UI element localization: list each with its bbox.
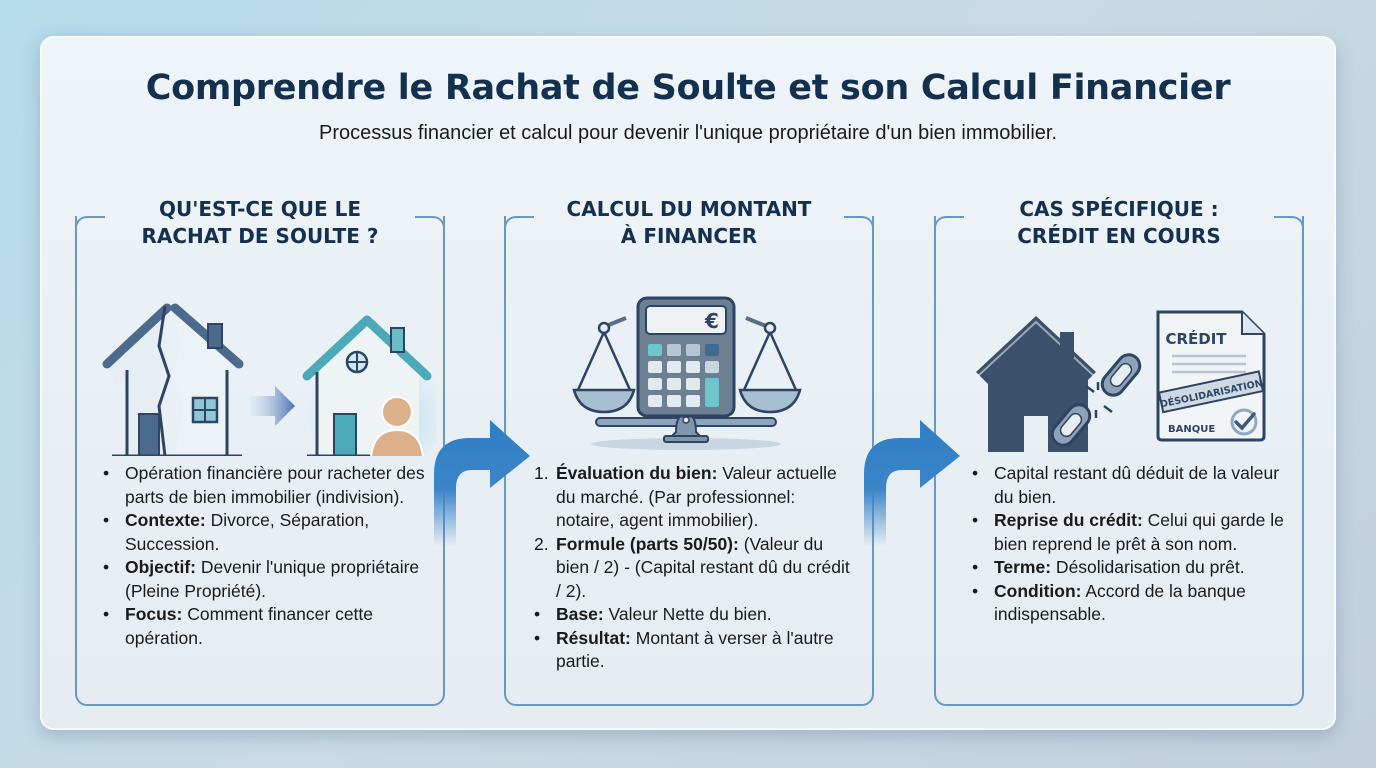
card-title-line: CAS SPÉCIFIQUE : <box>1019 197 1219 221</box>
item-label: Base: <box>556 604 604 624</box>
svg-text:BANQUE: BANQUE <box>1168 424 1215 435</box>
item-text: Celui qui garde le bien reprend le prêt … <box>994 510 1284 554</box>
item-label: Condition: <box>994 580 1082 601</box>
item-label: Terme: <box>994 557 1052 577</box>
item-text: Opération financière pour racheter des p… <box>125 463 425 507</box>
bullet: • <box>103 604 110 624</box>
card-border-corner <box>75 216 105 230</box>
calculator-icon: € <box>636 296 736 418</box>
list-item: • Contexte: Divorce, Séparation, Successi… <box>103 509 429 556</box>
item-text: Devenir l'unique propriétaire (Pleine Pr… <box>125 557 420 601</box>
item-text: Valeur actuelle du marché. (Par professi… <box>556 463 837 530</box>
svg-text:CRÉDIT: CRÉDIT <box>1165 329 1227 348</box>
item-text: Accord de la banque indispensable. <box>994 580 1246 625</box>
item-label: Contexte: <box>125 510 206 530</box>
card-what-is-soulte: QU'EST-CE QUE LE RACHAT DE SOULTE ? <box>75 197 449 706</box>
list-item: 2. Formule (parts 50/50): (Valeur du bien… <box>534 533 858 604</box>
bullet: • <box>534 627 541 648</box>
card-border-corner <box>934 216 964 230</box>
card-title-line: QU'EST-CE QUE LE <box>158 197 361 221</box>
list-item: • Capital restant dû déduit de la valeur … <box>972 462 1288 509</box>
bullet: • <box>534 604 541 624</box>
list-item: 1. Évaluation du bien: Valeur actuelle du… <box>534 462 858 533</box>
number-marker: 2. <box>534 533 549 554</box>
list-item: • Terme: Désolidarisation du prêt. <box>972 556 1288 580</box>
card-title: QU'EST-CE QUE LE RACHAT DE SOULTE ? <box>107 196 413 250</box>
item-text: Désolidarisation du prêt. <box>1051 557 1245 577</box>
bullet: • <box>103 463 110 483</box>
card-border-corner <box>504 216 534 230</box>
split-house-icon <box>102 303 244 458</box>
list-item: • Résultat: Montant à verser à l'autre pa… <box>534 627 858 674</box>
card-title-line: RACHAT DE SOULTE ? <box>141 224 379 248</box>
flow-arrow-icon <box>864 420 960 546</box>
euro-symbol: € <box>704 309 719 333</box>
card-title: CAS SPÉCIFIQUE : CRÉDIT EN COURS <box>966 196 1272 250</box>
item-text: (Valeur du bien / 2) - (Capital restant … <box>556 533 850 601</box>
house-broken-chain-credit-icon: CRÉDIT DÉSOLIDARISATION BANQUE <box>946 286 1292 456</box>
card-body: • Capital restant dû déduit de la valeur … <box>972 462 1288 627</box>
split-house-to-owner-icon <box>87 286 449 472</box>
item-label: Évaluation du bien: <box>556 463 718 483</box>
card-amount-calculation: CALCUL DU MONTANT À FINANCER <box>504 197 874 706</box>
bullet: • <box>972 580 979 601</box>
calculator-scale-icon: € <box>516 286 862 456</box>
broken-chain-icon <box>1050 353 1142 447</box>
card-list: • Opération financière pour racheter des … <box>103 462 429 650</box>
flow-arrow-icon <box>434 420 530 546</box>
list-item: • Condition: Accord de la banque indispen… <box>972 580 1288 627</box>
card-body: 1. Évaluation du bien: Valeur actuelle du… <box>534 462 858 674</box>
item-label: Formule (parts 50/50): <box>556 533 739 554</box>
card-title-line: CRÉDIT EN COURS <box>1017 224 1221 248</box>
card-title: CALCUL DU MONTANT À FINANCER <box>536 196 842 250</box>
person-icon <box>369 396 425 459</box>
list-item: • Base: Valeur Nette du bien. <box>534 603 858 627</box>
item-label: Objectif: <box>125 557 196 577</box>
card-list: 1. Évaluation du bien: Valeur actuelle du… <box>534 462 858 674</box>
page-subtitle: Processus financier et calcul pour deven… <box>318 122 1058 144</box>
item-text: Capital restant dû déduit de la valeur d… <box>994 463 1280 507</box>
card-list: • Capital restant dû déduit de la valeur … <box>972 462 1288 627</box>
card-title-line: À FINANCER <box>620 224 758 248</box>
item-text: Montant à verser à l'autre partie. <box>556 627 834 672</box>
bullet: • <box>972 510 979 530</box>
list-item: • Focus: Comment financer cette opération… <box>103 603 429 650</box>
card-border-corner <box>415 216 445 230</box>
bullet: • <box>103 510 110 530</box>
item-text: Comment financer cette opération. <box>125 604 374 648</box>
card-title-line: CALCUL DU MONTANT <box>566 197 812 221</box>
bullet: • <box>972 557 979 577</box>
list-item: • Objectif: Devenir l'unique propriétaire… <box>103 556 429 603</box>
number-marker: 1. <box>534 463 549 483</box>
arrow-right-icon <box>250 386 295 426</box>
owner-house-icon <box>302 315 449 472</box>
credit-document-icon: CRÉDIT DÉSOLIDARISATION BANQUE <box>1156 310 1266 442</box>
card-body: • Opération financière pour racheter des … <box>103 462 429 650</box>
item-label: Focus: <box>125 604 183 624</box>
list-item: • Reprise du crédit: Celui qui garde le b… <box>972 509 1288 556</box>
bullet: • <box>103 557 110 577</box>
card-border-corner <box>1274 216 1304 230</box>
page-title: Comprendre le Rachat de Soulte et son Ca… <box>145 68 1231 108</box>
card-credit-in-progress: CAS SPÉCIFIQUE : CRÉDIT EN COURS <box>934 197 1304 706</box>
card-border-corner <box>844 216 874 230</box>
item-label: Résultat: <box>556 627 631 648</box>
item-text: Divorce, Séparation, Succession. <box>125 510 370 554</box>
list-item: • Opération financière pour racheter des … <box>103 462 429 509</box>
item-text: Valeur Nette du bien. <box>603 604 772 624</box>
item-label: Reprise du crédit: <box>994 510 1143 530</box>
bullet: • <box>972 463 979 483</box>
